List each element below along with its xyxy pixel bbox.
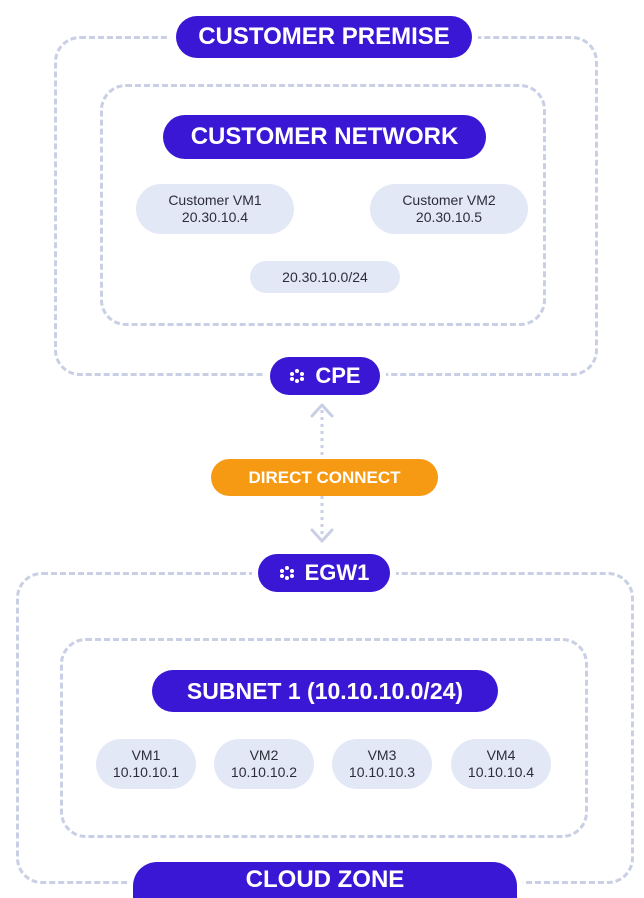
direct-connect-label: DIRECT CONNECT (211, 459, 438, 496)
arrow-head-down (310, 528, 334, 543)
customer-vm1-ip: 20.30.10.4 (181, 209, 249, 225)
customer-network-zone (100, 84, 546, 326)
customer-network-label: CUSTOMER NETWORK (163, 115, 486, 159)
cpe-gateway: CPE (270, 357, 380, 395)
customer-vm2-ip: 20.30.10.5 (415, 209, 483, 225)
vm2-name: VM2 (249, 747, 279, 763)
arrow-head-up (310, 403, 334, 418)
cpe-gateway-label: CPE (315, 363, 361, 388)
customer-vm2-name: Customer VM2 (402, 192, 496, 208)
vm2-node: VM2 10.10.10.2 (214, 739, 314, 789)
cluster-dots-icon (279, 566, 294, 580)
egw1-gateway-label: EGW1 (304, 560, 370, 585)
cluster-dots-icon (290, 369, 305, 383)
customer-premise-label: CUSTOMER PREMISE (176, 16, 472, 58)
subnet-zone (60, 638, 588, 838)
customer-vm1-node: Customer VM1 20.30.10.4 (136, 184, 294, 234)
cloud-zone-label: CLOUD ZONE (133, 862, 517, 898)
egw1-gateway: EGW1 (258, 554, 390, 592)
vm4-name: VM4 (486, 747, 516, 763)
customer-vm2-node: Customer VM2 20.30.10.5 (370, 184, 528, 234)
customer-vm1-name: Customer VM1 (168, 192, 262, 208)
vm3-name: VM3 (367, 747, 397, 763)
vm3-node: VM3 10.10.10.3 (332, 739, 432, 789)
vm4-ip: 10.10.10.4 (467, 764, 535, 780)
vm2-ip: 10.10.10.2 (230, 764, 298, 780)
subnet-label: SUBNET 1 (10.10.10.0/24) (152, 670, 498, 712)
vm4-node: VM4 10.10.10.4 (451, 739, 551, 789)
vm1-ip: 10.10.10.1 (112, 764, 180, 780)
vm1-node: VM1 10.10.10.1 (96, 739, 196, 789)
customer-subnet-chip: 20.30.10.0/24 (250, 261, 400, 293)
vm1-name: VM1 (131, 747, 161, 763)
vm3-ip: 10.10.10.3 (348, 764, 416, 780)
